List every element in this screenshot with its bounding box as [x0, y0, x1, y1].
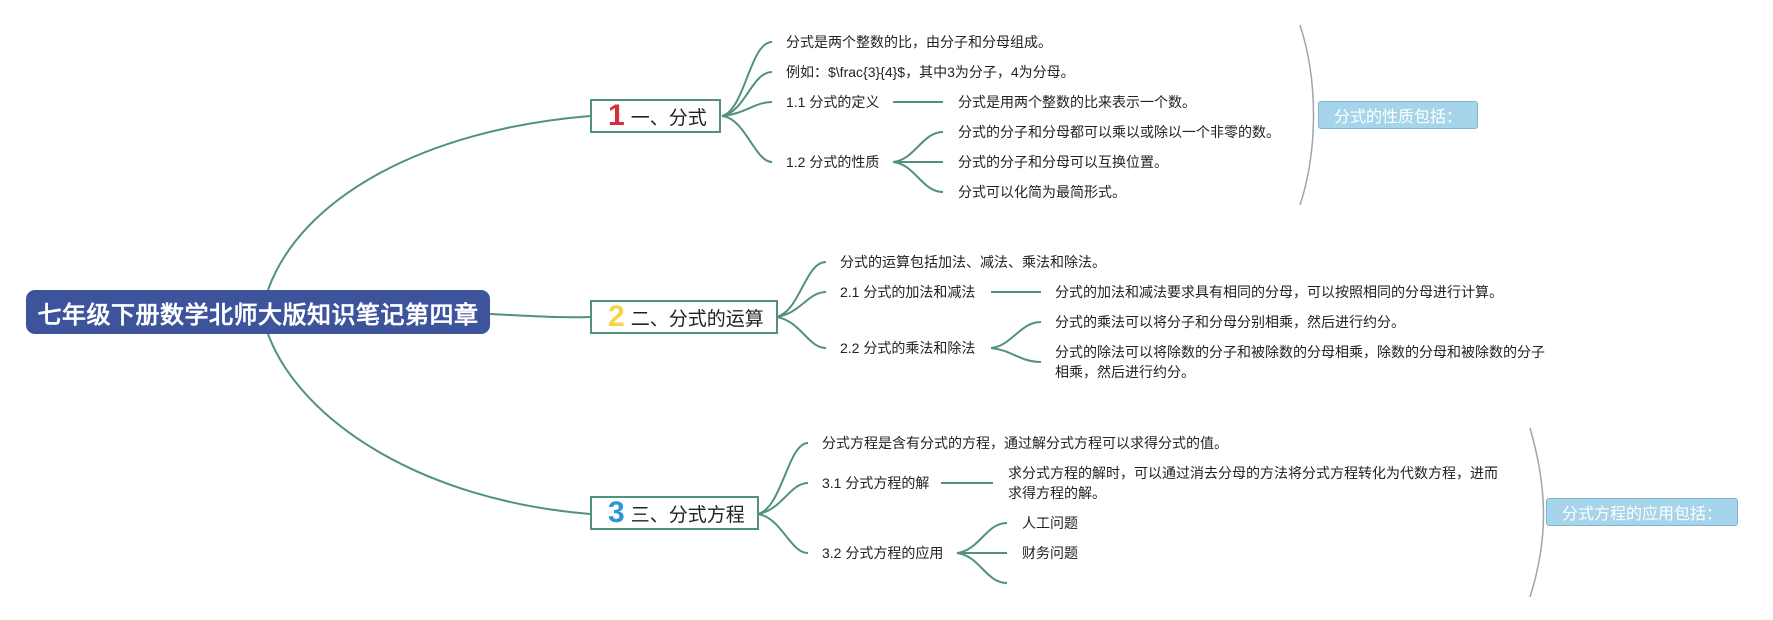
topic-2[interactable]: 2 二、分式的运算	[590, 300, 778, 334]
link-t3-sub2-item3	[956, 552, 1008, 584]
link-t1-sub2-item3	[892, 161, 944, 193]
link-t3-sub2	[757, 513, 809, 554]
link-t1-example	[721, 71, 773, 117]
topic-3-sub1[interactable]: 3.1 分式方程的解	[822, 475, 930, 491]
link-t2-sub1	[775, 291, 827, 318]
topic-1-intro[interactable]: 分式是两个整数的比，由分子和分母组成。	[786, 34, 1052, 50]
topic-3-sub2-item-2[interactable]: 财务问题	[1022, 545, 1078, 561]
summary-brace-2	[1529, 427, 1545, 598]
topic-2-label: 二、分式的运算	[630, 308, 764, 330]
link-root-topic3	[267, 333, 591, 515]
link-t1-sub2-item1	[892, 131, 944, 163]
link-t3-sub2-item1	[956, 522, 1008, 554]
link-t1-sub1	[721, 101, 773, 117]
topic-1-label: 一、分式	[630, 107, 707, 129]
link-t1-intro	[721, 41, 773, 117]
topic-2-sub2-item-2-line1[interactable]: 分式的除法可以将除数的分子和被除数的分母相乘，除数的分母和被除数的分子	[1055, 344, 1545, 360]
link-t3-intro	[757, 442, 809, 515]
topic-2-intro[interactable]: 分式的运算包括加法、减法、乘法和除法。	[840, 254, 1106, 270]
topic-3-sub1-item-line1[interactable]: 求分式方程的解时，可以通过消去分母的方法将分式方程转化为代数方程，进而	[1008, 465, 1498, 481]
link-t2-sub2	[775, 316, 827, 349]
topic-2-sub2[interactable]: 2.2 分式的乘法和除法	[840, 340, 976, 356]
topic-2-number: 2	[608, 300, 625, 333]
topic-1-sub2-item-2[interactable]: 分式的分子和分母可以互换位置。	[958, 154, 1168, 170]
topic-3[interactable]: 3 三、分式方程	[590, 496, 759, 530]
summary-brace-1	[1299, 24, 1315, 206]
link-t2-intro	[775, 261, 827, 318]
link-root-topic1	[267, 115, 591, 291]
topic-3-intro[interactable]: 分式方程是含有分式的方程，通过解分式方程可以求得分式的值。	[822, 435, 1228, 451]
topic-1-sub2[interactable]: 1.2 分式的性质	[786, 154, 880, 170]
topic-1[interactable]: 1 一、分式	[590, 99, 721, 133]
summary-topic-1[interactable]: 分式的性质包括：	[1318, 101, 1478, 129]
topic-3-sub1-item-line2[interactable]: 求得方程的解。	[1008, 485, 1106, 501]
topic-3-label: 三、分式方程	[630, 504, 745, 526]
topic-1-sub2-item-1[interactable]: 分式的分子和分母都可以乘以或除以一个非零的数。	[958, 124, 1280, 140]
topic-3-number: 3	[608, 496, 625, 529]
topic-2-sub1[interactable]: 2.1 分式的加法和减法	[840, 284, 976, 300]
root-topic[interactable]: 七年级下册数学北师大版知识笔记第四章	[26, 290, 490, 334]
topic-2-sub2-item-2-line2[interactable]: 相乘，然后进行约分。	[1055, 364, 1195, 380]
summary-topic-3[interactable]: 分式方程的应用包括：	[1546, 498, 1738, 526]
topic-2-sub1-item[interactable]: 分式的加法和减法要求具有相同的分母，可以按照相同的分母进行计算。	[1055, 284, 1503, 300]
topic-3-sub2-item-1[interactable]: 人工问题	[1022, 515, 1078, 531]
topic-2-sub2-item-1[interactable]: 分式的乘法可以将分子和分母分别相乘，然后进行约分。	[1055, 314, 1405, 330]
topic-1-sub1-item[interactable]: 分式是用两个整数的比来表示一个数。	[958, 94, 1196, 110]
link-root-topic2	[489, 313, 591, 319]
link-t2-sub2-item2	[990, 347, 1042, 363]
topic-1-sub2-item-3[interactable]: 分式可以化简为最简形式。	[958, 184, 1126, 200]
topic-1-sub1[interactable]: 1.1 分式的定义	[786, 94, 880, 110]
link-t1-sub2	[721, 115, 773, 163]
link-t3-sub1	[757, 482, 809, 515]
topic-3-sub2[interactable]: 3.2 分式方程的应用	[822, 545, 944, 561]
topic-1-number: 1	[608, 99, 625, 132]
topic-1-example[interactable]: 例如：$\frac{3}{4}$，其中3为分子，4为分母。	[786, 64, 1075, 80]
link-t2-sub2-item1	[990, 321, 1042, 349]
